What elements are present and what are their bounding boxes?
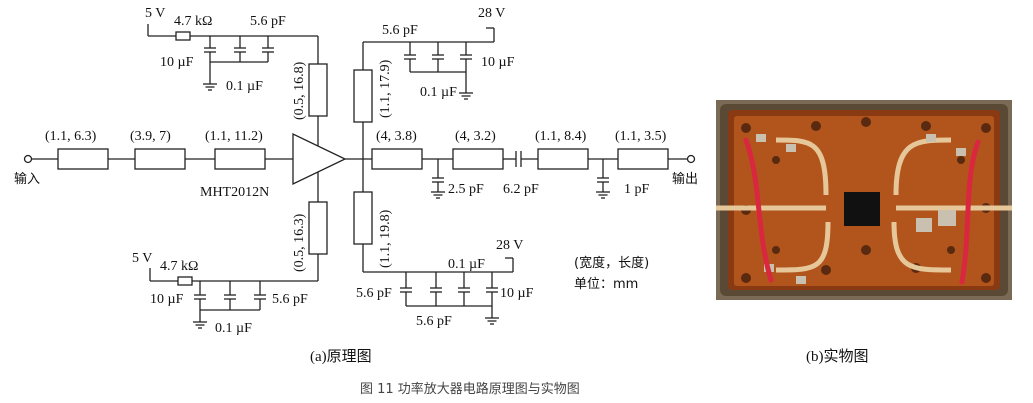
output-line-1-label: (4, 3.8) xyxy=(376,129,417,144)
gate-top-supply: 5 V xyxy=(145,6,165,21)
gate-bottom-resistor-label: 4.7 kΩ xyxy=(160,259,198,274)
drain-bottom-cap-b-label: 5.6 pF xyxy=(356,286,392,301)
drain-bottom-line-label: (1.1, 19.8) xyxy=(378,209,393,268)
input-line-3 xyxy=(214,148,266,170)
gate-top-cap-b-label: 10 µF xyxy=(160,55,194,70)
output-line-4-label: (1.1, 3.5) xyxy=(615,129,667,144)
input-port: 输入 xyxy=(14,154,40,187)
gate-bottom-cap-c-label: 0.1 µF xyxy=(215,321,252,336)
drain-top-line xyxy=(353,69,373,123)
amplifier-label: MHT2012N xyxy=(200,185,269,200)
gate-bottom-resistor xyxy=(177,276,193,286)
output-cap-1-label: 2.5 pF xyxy=(448,182,484,197)
caption-schematic: (a)原理图 xyxy=(310,349,372,365)
output-cap-2-label: 6.2 pF xyxy=(503,182,539,197)
output-line-4 xyxy=(617,148,669,170)
output-line-1 xyxy=(371,148,423,170)
legend-line-2: 单位：mm xyxy=(574,277,638,292)
drain-top-cap-c-label: 0.1 µF xyxy=(420,85,457,100)
gate-top-cap-a-label: 5.6 pF xyxy=(250,14,286,29)
input-line-2 xyxy=(134,148,186,170)
schematic-diagram: 输入 (1.1, 6.3) (3.9, 7) (1.1, 11.2) MHT20… xyxy=(14,6,698,336)
gate-top-resistor-label: 4.7 kΩ xyxy=(174,14,212,29)
gate-bottom-line xyxy=(308,201,328,255)
gate-bottom-line-label: (0.5, 16.3) xyxy=(292,213,307,272)
caption-photo: (b)实物图 xyxy=(806,349,869,365)
drain-top-supply: 28 V xyxy=(478,6,505,21)
drain-bottom-supply: 28 V xyxy=(496,238,523,253)
output-line-2-label: (4, 3.2) xyxy=(455,129,496,144)
drain-top-line-label: (1.1, 17.9) xyxy=(378,59,393,118)
output-line-2 xyxy=(452,148,504,170)
drain-top-cap-b-label: 10 µF xyxy=(481,55,515,70)
drain-bottom-line xyxy=(353,191,373,245)
input-label: 输入 xyxy=(14,171,40,187)
input-line-2-label: (3.9, 7) xyxy=(130,129,171,144)
drain-bottom-cap-a-label: 0.1 µF xyxy=(448,257,485,272)
input-line-1-label: (1.1, 6.3) xyxy=(45,129,97,144)
output-cap-3-label: 1 pF xyxy=(624,182,650,197)
gate-bottom-cap-a-label: 10 µF xyxy=(150,292,184,307)
gate-bottom-cap-b-label: 5.6 pF xyxy=(272,292,308,307)
amplifier-symbol xyxy=(292,132,347,186)
gate-bottom-supply: 5 V xyxy=(132,251,152,266)
output-port: 输出 xyxy=(672,154,698,187)
legend-line-1: (宽度，长度) xyxy=(574,255,649,271)
input-line-1 xyxy=(57,148,109,170)
drain-bottom-cap-c-label: 10 µF xyxy=(500,286,534,301)
input-line-3-label: (1.1, 11.2) xyxy=(205,129,263,144)
gate-top-line-label: (0.5, 16.8) xyxy=(292,61,307,120)
drain-top-cap-a-label: 5.6 pF xyxy=(382,23,418,38)
output-label: 输出 xyxy=(672,171,698,187)
gate-top-line xyxy=(308,63,328,117)
output-line-3 xyxy=(537,148,589,170)
figure-caption: 图 11 功率放大器电路原理图与实物图 xyxy=(360,382,580,397)
output-line-3-label: (1.1, 8.4) xyxy=(535,129,587,144)
gate-top-resistor xyxy=(175,31,191,41)
drain-bottom-cap-d-label: 5.6 pF xyxy=(416,314,452,329)
gate-top-cap-c-label: 0.1 µF xyxy=(226,79,263,94)
board-photo xyxy=(716,100,1012,300)
